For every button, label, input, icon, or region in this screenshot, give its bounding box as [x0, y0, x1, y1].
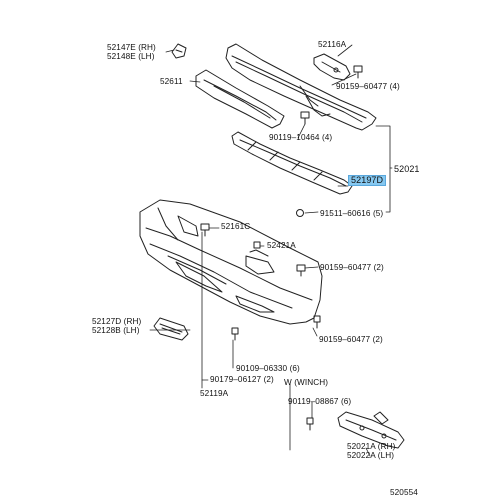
- bolt-icon: [200, 65, 363, 431]
- bracket-52116a: [313, 53, 351, 81]
- front-bumper-cover: [139, 199, 323, 325]
- label-52147e: 52147E (RH): [107, 43, 156, 52]
- label-52021: 52021: [394, 164, 420, 174]
- label-52421a: 52421A: [267, 241, 296, 250]
- label-52119a: 52119A: [200, 389, 229, 398]
- label-90179-06127-2: 90179–06127 (2): [210, 375, 274, 384]
- label-90119-08867-6: 90119–08867 (6): [288, 397, 352, 406]
- label-90159-60477-4: 90159–60477 (4): [336, 82, 400, 91]
- label-52127d: 52127D (RH): [92, 317, 142, 326]
- label-90159-60477-2-lower: 90159–60477 (2): [319, 335, 383, 344]
- winch-bracket: [337, 411, 405, 449]
- label-winch-header: W (WINCH): [284, 378, 329, 387]
- label-91511-60616-5: 91511–60616 (5): [320, 209, 384, 218]
- label-52128b: 52128B (LH): [92, 326, 140, 335]
- clip-52147e: [171, 43, 187, 59]
- screw-grommet-icon: [296, 209, 304, 217]
- energy-absorber: [195, 69, 285, 129]
- label-52148e: 52148E (LH): [107, 52, 155, 61]
- leader-lines: [149, 44, 393, 457]
- label-90109-06330-6: 90109–06330 (6): [236, 364, 300, 373]
- label-90119-10464-4: 90119–10464 (4): [269, 133, 333, 142]
- figure-number: 520554: [390, 488, 418, 497]
- label-52022a: 52022A (LH): [347, 451, 395, 460]
- side-marker-lamp: [153, 317, 189, 341]
- bumper-reinforcement: [225, 43, 377, 131]
- bumper-upper-strip: [231, 131, 353, 195]
- label-52161c: 52161C: [221, 222, 251, 231]
- label-90159-60477-2-upper: 90159–60477 (2): [320, 263, 384, 272]
- label-52021a: 52021A (RH): [347, 442, 396, 451]
- label-52116a: 52116A: [318, 40, 347, 49]
- label-52611: 52611: [160, 77, 183, 86]
- label-52197d-highlighted[interactable]: 52197D: [347, 175, 387, 186]
